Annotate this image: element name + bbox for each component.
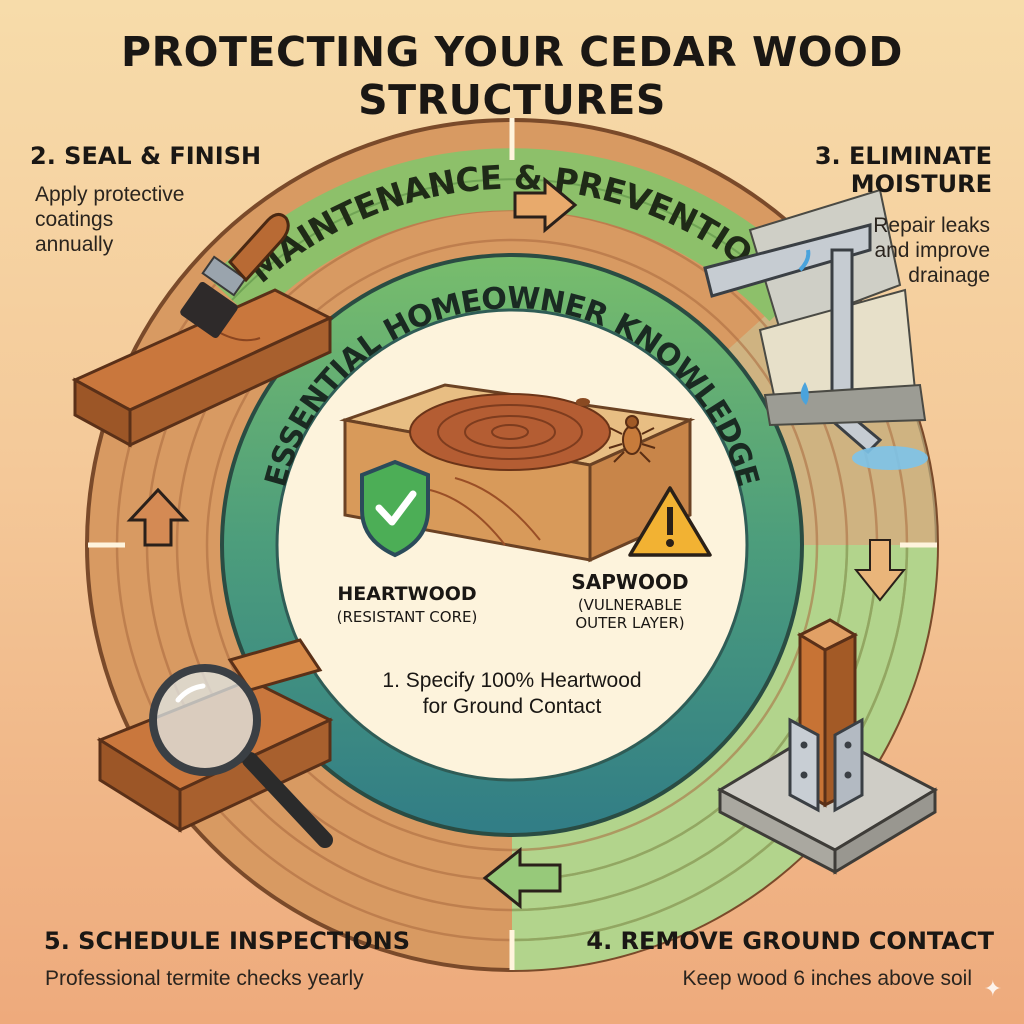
sapwood-sub-line: OUTER LAYER) xyxy=(575,614,685,632)
step-ground-body: Keep wood 6 inches above soil xyxy=(682,967,972,990)
step-specify-line: 1. Specify 100% Heartwood xyxy=(382,669,642,692)
arrow-top-right xyxy=(513,176,578,234)
step-moisture-body-line: drainage xyxy=(908,264,990,288)
heartwood-sub: (RESISTANT CORE) xyxy=(336,608,478,626)
step-moisture-heading-line: 3. ELIMINATE xyxy=(814,142,992,170)
arrow-bottom-left xyxy=(482,846,562,910)
page-title: PROTECTING YOUR CEDAR WOOD STRUCTURES xyxy=(121,28,903,124)
step-moisture-body-line: Repair leaks xyxy=(873,214,990,237)
warning-icon xyxy=(628,486,712,557)
step-specify-line: for Ground Contact xyxy=(422,695,602,719)
step-moisture-heading: 3. ELIMINATE MOISTURE xyxy=(814,142,992,198)
termite-icon xyxy=(608,415,656,463)
wood-block xyxy=(339,383,696,563)
sapwood-heading: SAPWOOD xyxy=(571,570,689,594)
step-seal-body-line: annually xyxy=(35,233,114,257)
step-moisture-heading-line: MOISTURE xyxy=(850,169,992,198)
ring-dividers xyxy=(88,118,937,970)
gutter-drainage-icon xyxy=(703,188,928,470)
arrow-right-down xyxy=(853,539,907,602)
heartwood-heading: HEARTWOOD xyxy=(337,583,477,605)
step-seal-body-line: coatings xyxy=(35,208,114,232)
step-inspect-body: Professional termite checks yearly xyxy=(45,967,364,990)
step-seal-heading: 2. SEAL & FINISH xyxy=(30,142,262,170)
step-moisture-body-line: and improve xyxy=(874,239,990,263)
step-seal-body-line: Apply protective xyxy=(35,183,185,206)
shield-check-icon xyxy=(360,459,430,558)
heartwood-label: HEARTWOOD (RESISTANT CORE) xyxy=(312,583,502,626)
sapwood-sub-line: (VULNERABLE xyxy=(577,596,683,614)
termite-small-icon xyxy=(576,398,590,406)
sapwood-label: SAPWOOD (VULNERABLE OUTER LAYER) xyxy=(545,570,715,632)
post-anchor-icon xyxy=(716,618,939,875)
arrow-left-up xyxy=(126,487,190,547)
step-seal-body: Apply protective coatings annually xyxy=(35,182,184,258)
step-ground-heading: 4. REMOVE GROUND CONTACT xyxy=(586,927,994,955)
paintbrush-icon xyxy=(71,213,334,448)
step-inspect-heading: 5. SCHEDULE INSPECTIONS xyxy=(44,927,410,955)
step-moisture-body: Repair leaks and improve drainage xyxy=(873,213,990,289)
step-specify-heartwood: 1. Specify 100% Heartwood for Ground Con… xyxy=(342,668,682,721)
magnifier-icon xyxy=(96,638,334,848)
sparkle-icon: ✦ xyxy=(983,976,1002,1001)
cycle-arrows xyxy=(126,176,907,910)
